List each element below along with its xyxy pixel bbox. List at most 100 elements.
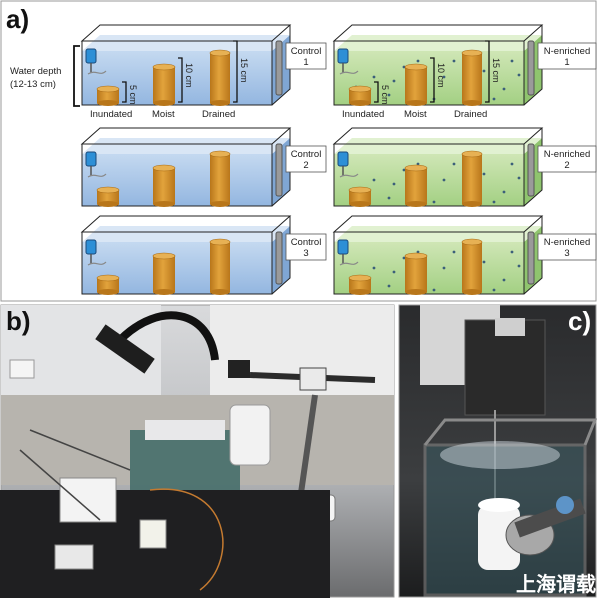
pump-icon [337, 48, 349, 64]
control-label-box-1 [285, 42, 327, 70]
enriched-label-box-1 [537, 42, 597, 70]
core-drained [461, 150, 483, 207]
water-top [334, 35, 542, 51]
dim-5cm-enriched: 5 cm [380, 85, 390, 105]
probe [275, 143, 283, 197]
dim-10cm-enriched: 10 cm [436, 63, 446, 88]
enriched-label-number-3: 3 [564, 248, 569, 259]
core-drained [461, 49, 483, 106]
nitrogen-dot [387, 196, 391, 200]
pump-icon [337, 239, 349, 255]
water-top [82, 35, 290, 51]
enriched-label-name-2: N-enriched [544, 149, 590, 160]
nitrogen-dot [442, 266, 446, 270]
dim-15cm-control: 15 cm [239, 58, 249, 83]
core-moist [404, 63, 428, 106]
bracket-10cm-control [178, 57, 183, 103]
nitrogen-dot [510, 59, 514, 63]
nitrogen-dot [510, 162, 514, 166]
nitrogen-dot [372, 178, 376, 182]
tank-group: Control1N-enriched1Control2N-enriched2Co… [80, 24, 597, 295]
watermark-text: 上海谓载 [516, 572, 596, 596]
core-drained [209, 49, 231, 106]
water-depth-bracket [73, 45, 80, 107]
core-inundated [348, 274, 372, 295]
control-label-name-3: Control [291, 237, 322, 248]
pump-icon [85, 151, 97, 167]
core-inundated [348, 85, 372, 106]
nitrogen-dot [416, 162, 420, 166]
pump-icon [337, 151, 349, 167]
nitrogen-dot [452, 162, 456, 166]
pump-icon [85, 48, 97, 64]
nitrogen-dot [402, 256, 406, 260]
nitrogen-dot [517, 73, 521, 77]
bracket-5cm-control [122, 81, 127, 103]
tank-front-outline [81, 143, 273, 207]
nitrogen-dot [502, 190, 506, 194]
core-drained [461, 238, 483, 295]
dim-15cm-enriched: 15 cm [491, 58, 501, 83]
probe [527, 231, 535, 285]
bracket-15cm-control [233, 40, 238, 103]
nitrogen-dot [402, 65, 406, 69]
nitrogen-dot [372, 266, 376, 270]
core-drained [209, 150, 231, 207]
tank-front-outline [333, 231, 525, 295]
core-moist [152, 252, 176, 295]
control-label-name-2: Control [291, 149, 322, 160]
control-label-number-2: 2 [303, 160, 308, 171]
nitrogen-dot [492, 97, 496, 101]
nitrogen-dot [492, 200, 496, 204]
dim-10cm-control: 10 cm [184, 63, 194, 88]
probe [527, 40, 535, 96]
core-inundated [348, 186, 372, 207]
probe [275, 231, 283, 285]
nitrogen-dot [416, 250, 420, 254]
nitrogen-dot [502, 87, 506, 91]
nitrogen-dot [432, 200, 436, 204]
probe [275, 40, 283, 96]
label-inundated-control: Inundated [90, 109, 132, 120]
enriched-label-number-2: 2 [564, 160, 569, 171]
enriched-label-name-1: N-enriched [544, 46, 590, 57]
panel-b-photo [0, 304, 395, 598]
dim-5cm-control: 5 cm [128, 85, 138, 105]
water-top [334, 226, 542, 242]
nitrogen-dot [392, 270, 396, 274]
control-label-name-1: Control [291, 46, 322, 57]
nitrogen-dot [432, 288, 436, 292]
nitrogen-dot [387, 93, 391, 97]
control-label-box-3 [285, 233, 327, 261]
nitrogen-dot [402, 168, 406, 172]
nitrogen-dot [482, 260, 486, 264]
core-moist [404, 252, 428, 295]
control-label-number-1: 1 [303, 57, 308, 68]
enriched-label-box-2 [537, 145, 597, 173]
core-moist [404, 164, 428, 207]
nitrogen-dot [510, 250, 514, 254]
tank-front-outline [81, 40, 273, 106]
water-top [334, 138, 542, 154]
enriched-label-box-3 [537, 233, 597, 261]
core-inundated [96, 85, 120, 106]
probe [527, 143, 535, 197]
water-top [82, 226, 290, 242]
label-drained-enriched: Drained [454, 109, 487, 120]
nitrogen-dot [392, 182, 396, 186]
tank-front-outline [333, 143, 525, 207]
nitrogen-dot [517, 176, 521, 180]
label-moist-control: Moist [152, 109, 175, 120]
tank-front-outline [333, 40, 525, 106]
core-inundated [96, 274, 120, 295]
nitrogen-dot [442, 178, 446, 182]
nitrogen-dot [482, 172, 486, 176]
nitrogen-dot [372, 75, 376, 79]
nitrogen-dot [482, 69, 486, 73]
bracket-15cm-enriched [485, 40, 490, 103]
nitrogen-dot [416, 59, 420, 63]
